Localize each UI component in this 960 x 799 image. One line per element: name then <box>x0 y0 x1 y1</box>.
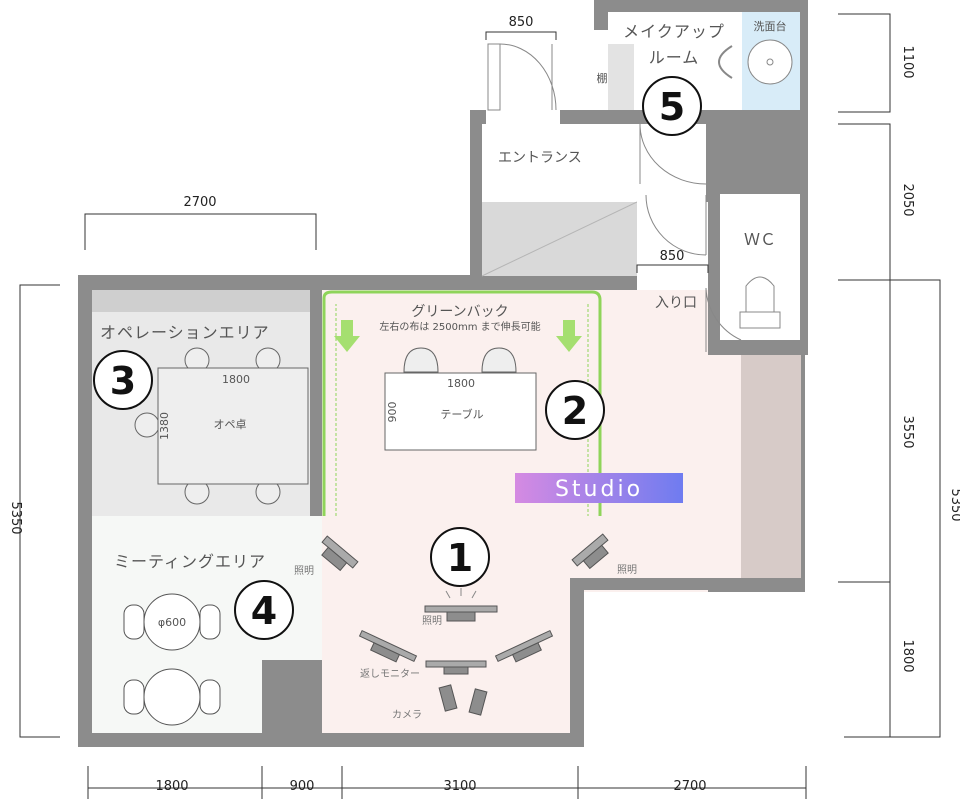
greenback-curtain <box>322 290 602 516</box>
studio-table-label: テーブル <box>440 407 483 421</box>
light-fixture-right <box>571 533 609 570</box>
bottom-wall <box>78 733 584 747</box>
dim-bottom-3: 3100 <box>443 779 476 794</box>
toilet-tank <box>739 311 781 329</box>
doors <box>487 43 742 352</box>
area-number-4: 4 <box>234 580 294 640</box>
dim-right-1: 1100 <box>900 45 915 78</box>
studio-table <box>384 372 537 451</box>
makeup-room-left <box>560 30 608 110</box>
dim-operation-width: 2700 <box>183 195 216 210</box>
monitor-label: 返しモニター <box>360 668 420 680</box>
studio-table-width: 1800 <box>447 377 475 390</box>
toilet-bowl-icon <box>745 276 775 313</box>
dim-right-4: 1800 <box>900 639 915 672</box>
round-table <box>143 593 201 651</box>
light-fixture-left <box>321 535 359 572</box>
svg-text:3: 3 <box>110 359 136 403</box>
studio-floor-right <box>708 355 741 578</box>
dim-right-2: 2050 <box>900 183 915 216</box>
studio-furniture <box>384 347 537 451</box>
operation-area-title: オペレーションエリア <box>100 323 270 342</box>
svg-text:1: 1 <box>447 536 473 580</box>
monitor-left <box>358 629 418 663</box>
svg-text:4: 4 <box>251 589 277 633</box>
lighting-label-right: 照明 <box>617 564 637 576</box>
monitor-center <box>425 660 487 675</box>
operation-table <box>157 367 309 485</box>
lighting-label-left: 照明 <box>294 565 314 577</box>
dim-left-total: 5350 <box>8 501 23 534</box>
front-door-swing <box>499 43 557 111</box>
area-number-3: 3 <box>93 350 153 410</box>
round-table-label: φ600 <box>158 616 186 629</box>
makeup-room-title: メイクアップ <box>623 22 725 41</box>
meeting-area-title: ミーティングエリア <box>114 552 266 571</box>
makeup-chair-icon <box>718 45 733 79</box>
studio-badge-label: Studio <box>555 477 643 502</box>
greenback-title: グリーンバック <box>411 304 508 320</box>
dim-bottom-1: 1800 <box>155 779 188 794</box>
light-rays <box>445 588 477 599</box>
dim-bottom-2: 900 <box>290 779 315 794</box>
dim-bottom-4: 2700 <box>673 779 706 794</box>
camera-icon <box>438 684 458 712</box>
light-fixture-center <box>424 605 498 622</box>
makeup-room-title-2: ルーム <box>649 48 700 67</box>
meeting-furniture <box>123 593 221 726</box>
greenback-note: 左右の布は 2500mm まで伸長可能 <box>379 320 540 333</box>
round-table <box>143 668 201 726</box>
studio-badge <box>515 473 683 503</box>
dim-right-3: 3550 <box>900 415 915 448</box>
area-number-1: 1 <box>430 527 490 587</box>
ope-table-label: オペ卓 <box>214 418 247 431</box>
arrow-down-icon <box>334 320 360 352</box>
camera-label: カメラ <box>392 709 422 721</box>
operation-area-top-band <box>92 290 310 312</box>
dim-top-door: 850 <box>509 15 534 30</box>
studio-equipment <box>321 533 609 716</box>
front-door-leaf <box>487 43 501 111</box>
dim-right-total: 5350 <box>948 488 960 521</box>
area-number-2: 2 <box>545 380 605 440</box>
entry-label: 入り口 <box>655 295 697 311</box>
sink-basin-icon <box>747 39 793 85</box>
wc-door-swing <box>645 194 707 256</box>
dimension-lines <box>19 13 941 799</box>
svg-text:2: 2 <box>562 389 588 433</box>
monitor-right <box>494 629 554 663</box>
lighting-label-center: 照明 <box>422 615 442 627</box>
ope-table-width: 1800 <box>222 373 250 386</box>
sink-drain-icon <box>766 58 774 66</box>
entry-door-swing <box>705 287 742 341</box>
arrow-down-icon <box>556 320 582 352</box>
wc-label: ＷＣ <box>744 230 776 249</box>
studio-table-depth: 900 <box>386 402 399 423</box>
dim-entry-door: 850 <box>660 249 685 264</box>
exterior-cutout <box>578 592 808 752</box>
makeup-door-swing <box>639 123 707 185</box>
camera-icon <box>468 688 488 716</box>
studio-entry-opening <box>637 265 708 290</box>
sink-label: 洗面台 <box>754 19 787 33</box>
operation-furniture <box>134 347 309 505</box>
shelf-label: 棚 <box>597 71 608 85</box>
area-number-5: 5 <box>642 76 702 136</box>
storage-strip <box>741 355 801 578</box>
ope-table-depth: 1380 <box>158 412 171 440</box>
entrance-step-diagonal <box>481 201 638 277</box>
entrance-label: エントランス <box>498 150 582 166</box>
svg-text:5: 5 <box>659 85 685 129</box>
